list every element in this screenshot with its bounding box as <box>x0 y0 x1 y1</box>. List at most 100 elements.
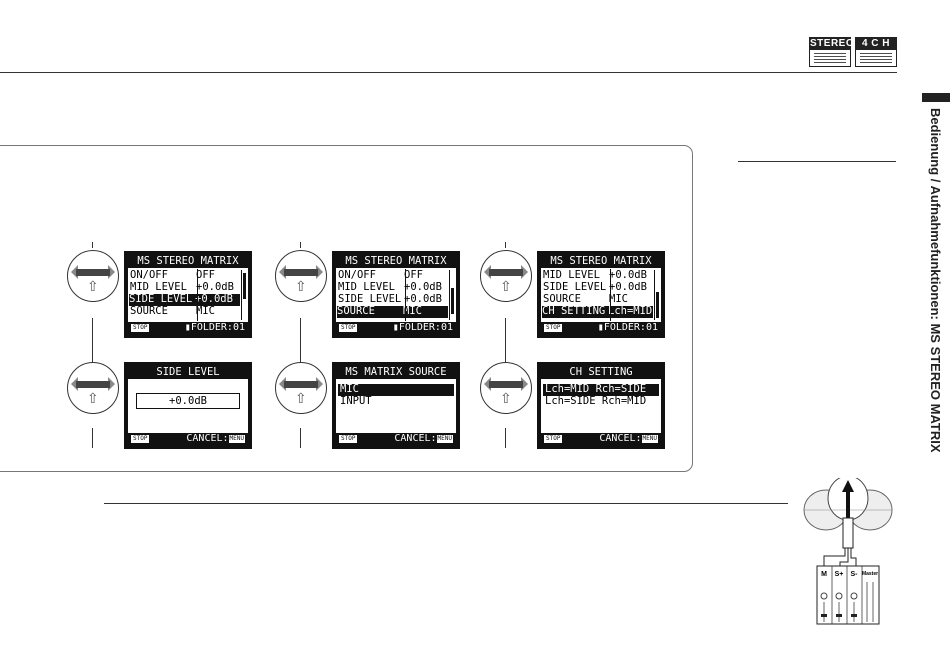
connector-line <box>300 428 301 448</box>
scrollbar <box>241 270 247 320</box>
row-value: MIC <box>403 305 422 317</box>
mixer-label-m: M <box>821 571 827 578</box>
menu-key-label: MENU <box>641 435 658 443</box>
screen-title: MS STEREO MATRIX <box>336 255 456 268</box>
row-label: SIDE LEVEL <box>129 293 193 305</box>
row-value: OFF <box>196 269 215 281</box>
4ch-badge-icon <box>860 53 892 63</box>
row-label: MID LEVEL <box>130 281 187 293</box>
dial-knob-icon: ⇧ <box>480 362 532 414</box>
menu-row-side-level: SIDE LEVEL+0.0dB <box>338 293 448 306</box>
cancel-hint: CANCEL:MENU <box>599 433 658 445</box>
row-label: MID LEVEL <box>338 281 395 293</box>
chapter-side-title: Bedienung / Aufnahmefunktionen: MS STERE… <box>927 108 943 468</box>
stop-key-label: STOP <box>544 324 563 332</box>
screen-footer: STOP CANCEL:MENU <box>336 433 456 445</box>
lcd-ch-setting: CH SETTING Lch=MID Rch=SIDE Lch=SIDE Rch… <box>537 362 665 449</box>
cancel-hint: CANCEL:MENU <box>186 433 245 445</box>
menu-row-mid-level: MID LEVEL +0.0dB <box>130 281 240 294</box>
dial-knob-icon: ⇧ <box>275 362 327 414</box>
menu-key-label: MENU <box>228 435 245 443</box>
scrollbar <box>449 270 455 320</box>
stop-key-label: STOP <box>131 435 150 443</box>
chapter-side-title-text: Bedienung / Aufnahmefunktionen: MS STERE… <box>928 108 943 453</box>
row-value: +0.0dB <box>404 281 442 293</box>
dial-knob-icon: ⇧ <box>67 250 119 302</box>
column-separator <box>610 269 611 321</box>
stereo-badge-icon <box>814 53 846 63</box>
screen-title: SIDE LEVEL <box>128 366 248 379</box>
row-value: MIC <box>609 293 628 305</box>
row-value: OFF <box>404 269 423 281</box>
folder-indicator: ▮FOLDER:01 <box>392 322 453 333</box>
menu-row-on-off: ON/OFF OFF <box>338 269 448 282</box>
lcd-ms-stereo-matrix-ch-setting: MS STEREO MATRIX MID LEVEL+0.0dB SIDE LE… <box>537 251 665 338</box>
row-label: SOURCE <box>543 293 581 305</box>
row-label: SIDE LEVEL <box>338 293 402 305</box>
side-level-value: +0.0dB <box>136 393 240 409</box>
chapter-tab-marker <box>922 93 950 102</box>
row-label: SOURCE <box>130 305 168 317</box>
dial-knob-icon: ⇧ <box>275 250 327 302</box>
menu-row-mid-level: MID LEVEL +0.0dB <box>543 269 653 282</box>
row-value: Lch=MID <box>608 305 653 317</box>
stop-key-label: STOP <box>339 435 358 443</box>
row-label: MID LEVEL <box>543 269 600 281</box>
stereo-mode-badge: STEREO <box>809 37 855 67</box>
stop-key-label: STOP <box>544 435 563 443</box>
scrollbar <box>654 270 660 320</box>
column-separator <box>197 269 198 321</box>
4ch-mode-badge: 4 C H <box>855 37 897 67</box>
connector-line <box>505 242 506 248</box>
mixer-label-s-minus: S- <box>851 571 859 578</box>
menu-key-label: MENU <box>436 435 453 443</box>
cancel-text: CANCEL: <box>599 433 642 444</box>
cable-lines <box>823 548 857 568</box>
row-label: SIDE LEVEL <box>543 281 607 293</box>
screen-title: CH SETTING <box>541 366 661 379</box>
connector-line <box>92 428 93 448</box>
cancel-text: CANCEL: <box>394 433 437 444</box>
connector-line <box>505 318 506 366</box>
dial-knob-icon: ⇧ <box>480 250 532 302</box>
section-divider <box>738 161 896 162</box>
connector-line <box>300 242 301 248</box>
screen-footer: STOP ▮FOLDER:01 <box>541 322 661 334</box>
lcd-side-level-edit: SIDE LEVEL +0.0dB STOP CANCEL:MENU <box>124 362 252 449</box>
stereo-badge-label: STEREO <box>810 38 855 50</box>
row-value: +0.0dB <box>196 281 234 293</box>
row-label: ON/OFF <box>338 269 376 281</box>
procedure-panel <box>0 145 693 472</box>
screen-footer: STOP▮FOLDER:01 <box>128 322 248 334</box>
folder-indicator: ▮FOLDER:01 <box>184 322 245 333</box>
screen-footer: STOP CANCEL:MENU <box>541 433 661 445</box>
screen-footer: STOP CANCEL:MENU <box>128 433 248 445</box>
cancel-text: CANCEL: <box>186 433 229 444</box>
connector-line <box>505 428 506 448</box>
folder-text: FOLDER:01 <box>603 322 658 333</box>
screen-footer: STOP▮FOLDER:01 <box>336 322 456 334</box>
lcd-ms-stereo-matrix-source: MS STEREO MATRIX ON/OFF OFF MID LEVEL +0.0… <box>332 251 460 338</box>
menu-row-mid-level: MID LEVEL +0.0dB <box>338 281 448 294</box>
connector-line <box>92 318 93 366</box>
option-mic-selected: MIC <box>338 383 454 396</box>
row-value: +0.0dB <box>609 269 647 281</box>
column-separator <box>405 269 406 321</box>
menu-row-source: SOURCE MIC <box>543 293 653 306</box>
folder-text: FOLDER:01 <box>398 322 453 333</box>
folder-text: FOLDER:01 <box>190 322 245 333</box>
option-lch-mid-rch-side-selected: Lch=MID Rch=SIDE <box>543 383 659 396</box>
cancel-hint: CANCEL:MENU <box>394 433 453 445</box>
folder-indicator: ▮FOLDER:01 <box>597 322 658 333</box>
option-input: INPUT <box>340 395 372 407</box>
mixer-icon: M S+ S- Master <box>816 565 880 625</box>
4ch-badge-label: 4 C H <box>856 38 896 50</box>
connector-line <box>300 318 301 366</box>
menu-row-side-level-selected: SIDE LEVEL+0.0dB <box>129 293 240 306</box>
ms-mic-mixer-illustration: M S+ S- Master <box>803 478 893 625</box>
